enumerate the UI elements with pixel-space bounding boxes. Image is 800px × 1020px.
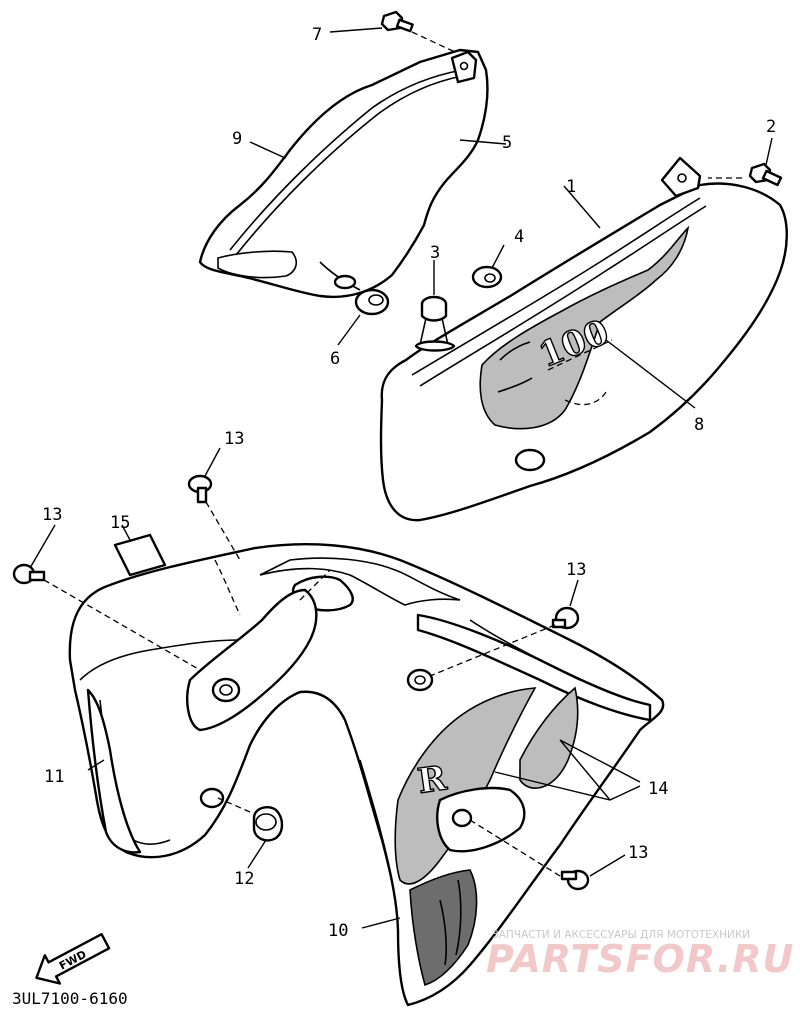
- callout-5: 5: [502, 133, 512, 153]
- lower-cover-assembly: R: [68, 543, 665, 1007]
- damper-4: [471, 265, 503, 289]
- bolt-2: [748, 162, 783, 187]
- clip-15: [113, 533, 167, 577]
- callout-1: 1: [566, 177, 576, 197]
- callout-15: 15: [110, 513, 130, 533]
- watermark-brand: PARTSFOR.RU: [486, 937, 794, 981]
- callout-10: 10: [328, 921, 348, 941]
- screw-13-c: [551, 606, 580, 630]
- callout-13-c: 13: [566, 560, 586, 580]
- callout-8: 8: [694, 415, 704, 435]
- callout-13-a: 13: [224, 429, 244, 449]
- callout-3: 3: [430, 243, 440, 263]
- callout-labels: 1 2 3 4 5 6 7 8 9 10 11 12 13 13 13 13 1…: [42, 25, 776, 941]
- side-panel-left-upper: [198, 48, 489, 299]
- screw-13-b: [12, 563, 46, 585]
- callout-14: 14: [648, 779, 668, 799]
- callout-2: 2: [766, 117, 776, 137]
- fwd-arrow-icon: FWD: [35, 932, 111, 985]
- callout-13-b: 13: [42, 505, 62, 525]
- screw-13-d: [560, 869, 590, 891]
- callout-9: 9: [232, 129, 242, 149]
- callout-12: 12: [234, 869, 254, 889]
- side-cover-right: 100: [379, 156, 788, 522]
- callout-13-d: 13: [628, 843, 648, 863]
- part-code: 3UL7100-6160: [12, 989, 128, 1008]
- watermark-tagline: ЗАПЧАСТИ И АКСЕССУАРЫ ДЛЯ МОТОТЕХНИКИ: [492, 929, 750, 941]
- watermark: ЗАПЧАСТИ И АКСЕССУАРЫ ДЛЯ МОТОТЕХНИКИ PA…: [486, 929, 794, 981]
- callout-7: 7: [312, 25, 322, 45]
- leader-lines: [29, 27, 773, 929]
- callout-11: 11: [44, 767, 64, 787]
- screw-13-a: [187, 474, 213, 504]
- callout-6: 6: [330, 349, 340, 369]
- grommet-3: [414, 295, 456, 352]
- grommet-6: [354, 288, 390, 316]
- callout-4: 4: [514, 227, 524, 247]
- grommet-12: [252, 806, 284, 842]
- bolt-7: [380, 10, 414, 33]
